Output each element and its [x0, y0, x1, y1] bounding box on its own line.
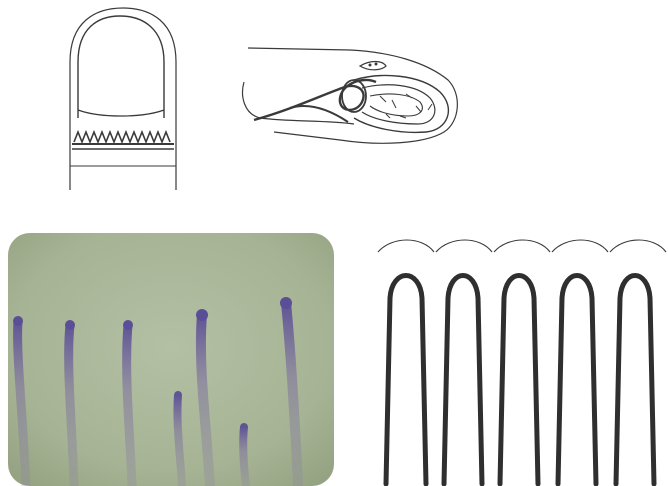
nail-lunula [78, 110, 164, 116]
capillary-loop-middle [362, 85, 435, 124]
capillary-3 [127, 325, 132, 486]
capillary-tip [123, 320, 133, 330]
capillary-tip [13, 316, 23, 326]
capillary-tip [196, 309, 208, 321]
arch [610, 240, 666, 252]
capillary-loop [558, 276, 596, 485]
crossing-vessel [254, 80, 376, 120]
capillary-loop-inner [370, 94, 422, 116]
capillary-loop [444, 276, 482, 485]
arch [494, 240, 550, 252]
capillary-loop [500, 276, 538, 485]
capillaroscopy-photo [8, 233, 334, 486]
capillary-2 [69, 325, 74, 486]
capillary-7 [243, 427, 246, 486]
crossing-vessel-branch [290, 106, 348, 122]
tip-dot [369, 64, 372, 67]
finger-outline [70, 8, 176, 190]
capillaroscopy-image [8, 233, 334, 486]
capillary-loop-detail [230, 36, 470, 158]
tip-dot [375, 63, 378, 66]
capillary-tip [280, 297, 292, 309]
arch [436, 240, 492, 252]
capillary-row-drawing [372, 228, 668, 486]
arch [552, 240, 608, 252]
capillary-loop [616, 276, 654, 485]
finger-contour [248, 48, 457, 143]
fingertip-outline-drawing [60, 0, 186, 192]
nail-fold-schematic [60, 0, 186, 192]
capillary-6 [177, 395, 182, 486]
capillary-row-schematic [372, 228, 668, 486]
capillary-loop [386, 276, 426, 485]
capillary-loop-drawing [230, 36, 470, 158]
capillary-loops [386, 276, 654, 485]
nail-plate [78, 16, 164, 118]
arch [378, 240, 434, 252]
capillary-tip [65, 320, 75, 330]
nail-tip [360, 62, 386, 70]
capillary-zigzag [74, 132, 170, 142]
photo-background [8, 233, 334, 486]
dermal-arches [378, 240, 666, 252]
